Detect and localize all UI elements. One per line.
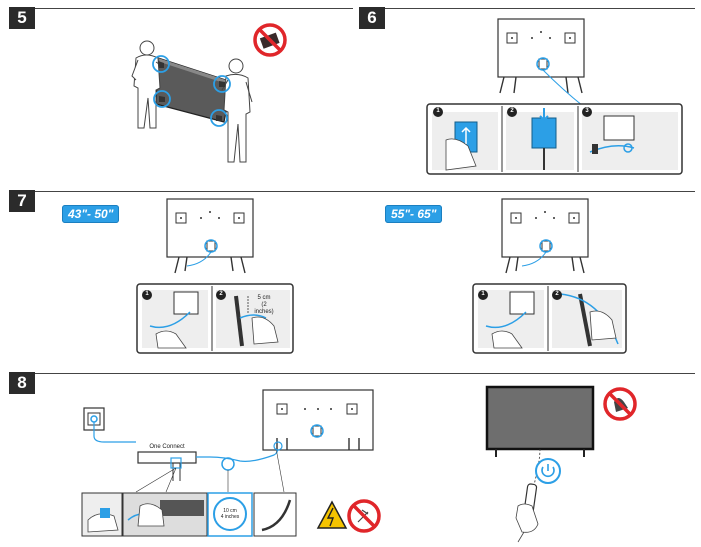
one-connect-box — [135, 435, 285, 493]
step-5-rule — [35, 8, 353, 9]
size-badge-55-65: 55"- 65" — [385, 205, 443, 223]
step7-small-detail — [136, 283, 294, 354]
step-6-number: 6 — [359, 7, 385, 29]
callout-6-1: 1 — [436, 108, 440, 114]
step5-carry-illustration — [131, 40, 253, 163]
cable-length-label: 10 cm 4 inches — [215, 508, 245, 520]
step6-tv-back — [497, 18, 585, 107]
wall-outlet — [83, 407, 136, 443]
step6-detail-panel — [426, 103, 683, 175]
distance-label: 5 cm (2 inches) — [251, 295, 277, 316]
power-button-icon — [535, 458, 561, 484]
step7-large-detail — [472, 283, 627, 354]
step8-thumbnails — [81, 492, 297, 537]
callout-7b-2: 2 — [555, 291, 559, 297]
cable-length-cm: 10 cm — [223, 508, 237, 514]
step-7-number: 7 — [9, 190, 35, 212]
size-badge-43-50: 43"- 50" — [62, 205, 120, 223]
step8-tv-front — [485, 385, 595, 486]
callout-7a-2: 2 — [219, 291, 223, 297]
no-lay-face-down-icon — [253, 23, 287, 57]
electric-hazard-icon — [316, 500, 348, 529]
step-8-rule — [35, 373, 695, 374]
step-7-rule — [35, 191, 695, 192]
step-6-rule — [385, 8, 695, 9]
cable-length-inches: 4 inches — [220, 514, 240, 520]
no-remove-cover-icon-2 — [603, 387, 637, 421]
step7-small-tv-back — [166, 198, 254, 274]
step8-tv-back — [262, 389, 374, 451]
distance-cm: 5 cm — [257, 295, 271, 301]
callout-7b-1: 1 — [481, 291, 485, 297]
callout-7a-1: 1 — [145, 291, 149, 297]
callout-6-2: 2 — [510, 108, 514, 114]
step-8-number: 8 — [9, 372, 35, 394]
no-remove-cover-icon — [347, 499, 381, 533]
callout-6-3: 3 — [585, 108, 589, 114]
remote-control — [515, 483, 539, 543]
distance-inches: (2 inches) — [254, 302, 274, 315]
step7-large-tv-back — [501, 198, 589, 274]
one-connect-label: One Connect — [149, 444, 185, 450]
step-5-number: 5 — [9, 7, 35, 29]
